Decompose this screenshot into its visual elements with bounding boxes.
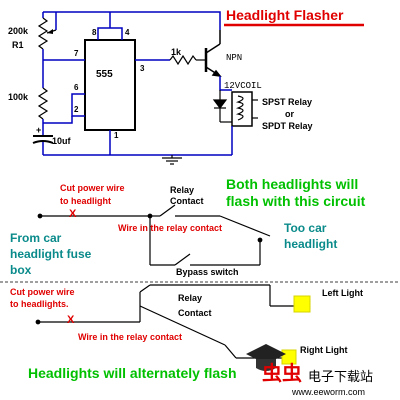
- s2-cut-mark: X: [67, 314, 75, 326]
- s2-relay-line2: Contact: [178, 308, 212, 318]
- watermark-cap-icon: [246, 344, 286, 371]
- pin-2-label: 2: [74, 105, 79, 114]
- s2-wire-label: Wire in the relay contact: [78, 332, 182, 342]
- pin-3-label: 3: [140, 64, 145, 73]
- resistor-100k-label: 100k: [8, 92, 29, 102]
- ic-name-label: 555: [96, 69, 113, 80]
- s2-relay-line1: Relay: [178, 293, 203, 303]
- pin-1-label: 1: [114, 131, 119, 140]
- s1-to-line1: Too car: [284, 221, 327, 235]
- right-light-lamp: [281, 349, 297, 365]
- section1-wiring: [37, 204, 271, 266]
- relay-type-line2: or: [285, 109, 294, 119]
- s1-cut-line1: Cut power wire: [60, 183, 125, 193]
- s1-both-line2: flash with this circuit: [226, 193, 366, 209]
- pin-7-label: 7: [74, 49, 79, 58]
- s1-cut-mark: X: [69, 208, 77, 220]
- relay-type-line3: SPDT Relay: [262, 121, 313, 131]
- coil-label: 12VCOIL: [224, 81, 262, 91]
- pin-6-label: 6: [74, 83, 79, 92]
- ic-555-body: [84, 39, 136, 131]
- s1-relay-line2: Contact: [170, 196, 204, 206]
- resistor-100k: [37, 87, 49, 120]
- s2-alternate-label: Headlights will alternately flash: [28, 365, 237, 381]
- watermark-url: www.eeworm.com: [292, 387, 366, 397]
- capacitor-plus-label: +: [36, 125, 42, 135]
- relay-type-line1: SPST Relay: [262, 97, 313, 107]
- s1-from-line1: From car: [10, 231, 62, 245]
- flyback-diode: [212, 90, 232, 123]
- watermark-site-cn: 电子下载站: [308, 369, 374, 384]
- section2-wiring: [35, 284, 294, 359]
- pin-4-label: 4: [125, 28, 130, 37]
- pin-8-label: 8: [92, 28, 97, 37]
- s2-cut-line1: Cut power wire: [10, 287, 75, 297]
- transistor-label: NPN: [226, 53, 243, 63]
- ground-symbol: [162, 155, 182, 165]
- watermark-chars: 虫虫: [262, 363, 302, 385]
- pot-ref-label: R1: [12, 40, 24, 50]
- pot-r1: [37, 17, 49, 50]
- resistor-1k-label: 1k: [171, 47, 182, 57]
- s1-wire-label: Wire in the relay contact: [118, 223, 222, 233]
- s2-right-light-label: Right Light: [300, 345, 348, 355]
- npn-transistor: [204, 30, 222, 78]
- s1-to-line2: headlight: [284, 237, 338, 251]
- s1-both-line1: Both headlights will: [226, 176, 359, 192]
- resistor-1k: [169, 54, 197, 66]
- s2-left-light-label: Left Light: [322, 288, 363, 298]
- s1-relay-line1: Relay: [170, 185, 195, 195]
- left-light-lamp: [293, 295, 311, 313]
- relay-coil: [231, 91, 258, 127]
- s1-cut-line2: to headlight: [60, 196, 111, 206]
- capacitor-label: 10uf: [52, 136, 71, 146]
- s1-bypass-label: Bypass switch: [176, 267, 239, 277]
- pot-label: 200k: [8, 26, 29, 36]
- diagram-title: Headlight Flasher: [226, 7, 344, 23]
- timer-circuit: [32, 11, 258, 165]
- s2-cut-line2: to headlights.: [10, 299, 69, 309]
- s1-from-line2: headlight fuse: [10, 247, 92, 261]
- s1-from-line3: box: [10, 263, 32, 277]
